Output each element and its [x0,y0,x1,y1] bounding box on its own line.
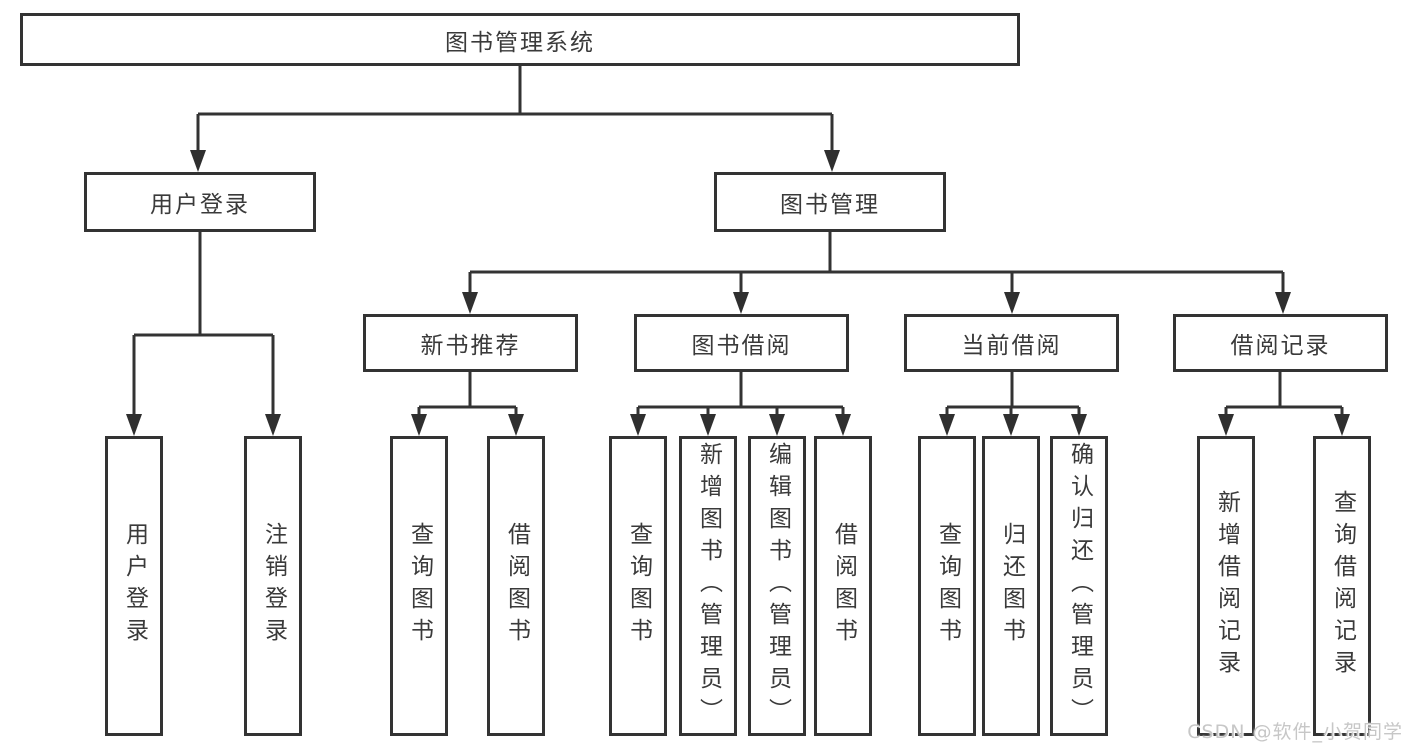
node-book-borrow: 图书借阅 [634,314,849,372]
leaf-query-books-borrow: 查询图书 [609,436,667,736]
leaf-add-books-admin: 新增图书（管理员） [679,436,737,736]
node-label: 图书管理系统 [445,29,595,56]
leaf-borrow-books: 借阅图书 [814,436,872,736]
leaf-edit-books-admin: 编辑图书（管理员） [748,436,806,736]
csdn-watermark: CSDN @软件_小贺同学 [1187,721,1403,743]
leaf-label: 归还图书 [998,522,1025,650]
leaf-label: 新增图书（管理员） [695,442,722,730]
leaf-query-books-current: 查询图书 [918,436,976,736]
leaf-label: 查询图书 [625,522,652,650]
leaf-label: 查询图书 [934,522,961,650]
node-label: 图书借阅 [691,333,792,359]
node-user-login: 用户登录 [84,172,316,232]
node-label: 图书管理 [780,192,880,218]
node-book-management: 图书管理 [714,172,946,232]
leaf-label: 注销登录 [260,522,287,650]
node-label: 借阅记录 [1230,333,1331,359]
leaf-label: 确认归还（管理员） [1066,442,1093,730]
leaf-user-login: 用户登录 [105,436,163,736]
leaf-label: 新增借阅记录 [1213,490,1240,682]
node-root-system: 图书管理系统 [20,13,1020,66]
leaf-add-borrow-record: 新增借阅记录 [1197,436,1255,736]
node-current-borrow: 当前借阅 [904,314,1119,372]
leaf-borrow-books-recommend: 借阅图书 [487,436,545,736]
node-label: 用户登录 [150,192,250,218]
leaf-logout: 注销登录 [244,436,302,736]
node-label: 新书推荐 [420,333,521,359]
leaf-label: 借阅图书 [830,522,857,650]
leaf-query-books-recommend: 查询图书 [390,436,448,736]
leaf-query-borrow-record: 查询借阅记录 [1313,436,1371,736]
leaf-label: 编辑图书（管理员） [764,442,791,730]
leaf-label: 查询图书 [406,522,433,650]
node-borrow-records: 借阅记录 [1173,314,1388,372]
leaf-label: 借阅图书 [503,522,530,650]
leaf-label: 用户登录 [121,522,148,650]
leaf-confirm-return-admin: 确认归还（管理员） [1050,436,1108,736]
node-new-book-recommend: 新书推荐 [363,314,578,372]
leaf-label: 查询借阅记录 [1329,490,1356,682]
leaf-return-books: 归还图书 [982,436,1040,736]
node-label: 当前借阅 [961,333,1062,359]
